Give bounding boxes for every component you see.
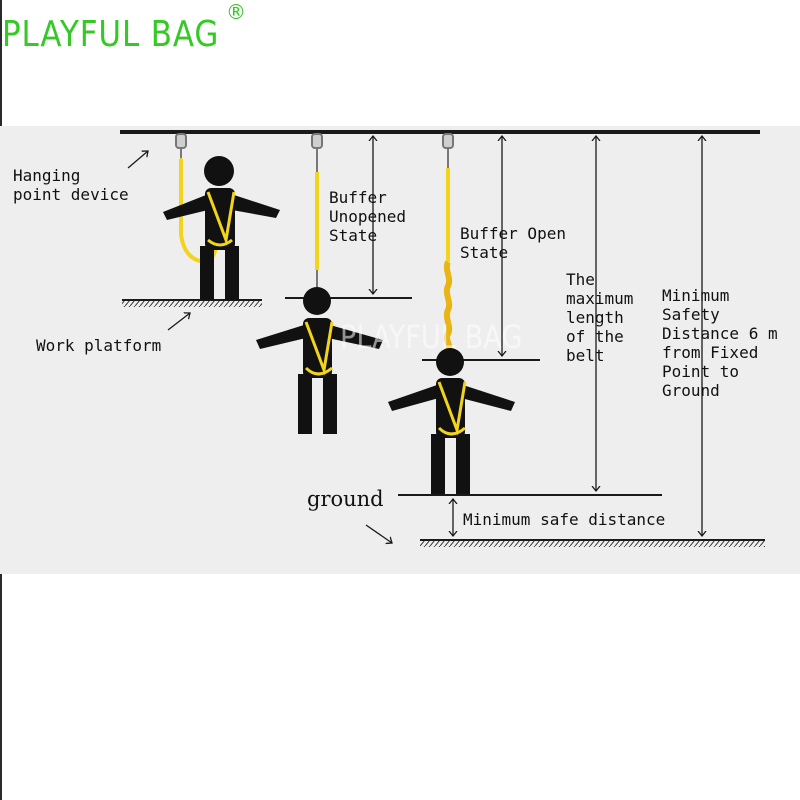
label-buffer-unopened: Buffer Unopened State <box>329 188 407 245</box>
diagram-panel <box>0 126 800 574</box>
label-buffer-open: Buffer Open State <box>460 224 566 262</box>
label-hanging-point: Hanging point device <box>13 166 129 204</box>
watermark: PLAYFUL BAG <box>340 318 523 356</box>
worker-figure-1 <box>163 156 280 300</box>
hanging-hook-1 <box>175 133 187 160</box>
pointer-hanging-point <box>127 151 148 169</box>
label-max-belt-length: The maximum length of the belt <box>566 270 634 365</box>
ground-surface <box>420 539 765 547</box>
worker-figure-2 <box>256 287 383 434</box>
hanging-hook-2 <box>311 133 323 172</box>
label-work-platform: Work platform <box>36 336 162 355</box>
label-min-safe-distance: Minimum safe distance <box>463 510 666 529</box>
hanging-hook-3 <box>442 133 454 168</box>
label-ground: ground <box>307 487 384 511</box>
lanyard-extended <box>443 168 453 352</box>
brand-logo: PLAYFUL BAG <box>2 14 220 55</box>
label-min-safety-distance: Minimum Safety Distance 6 m from Fixed P… <box>662 286 778 400</box>
registered-mark: ® <box>226 0 246 24</box>
pointer-ground <box>365 524 392 543</box>
work-platform-surface <box>122 299 262 307</box>
worker-figure-3 <box>388 348 515 494</box>
pointer-work-platform <box>167 313 190 331</box>
